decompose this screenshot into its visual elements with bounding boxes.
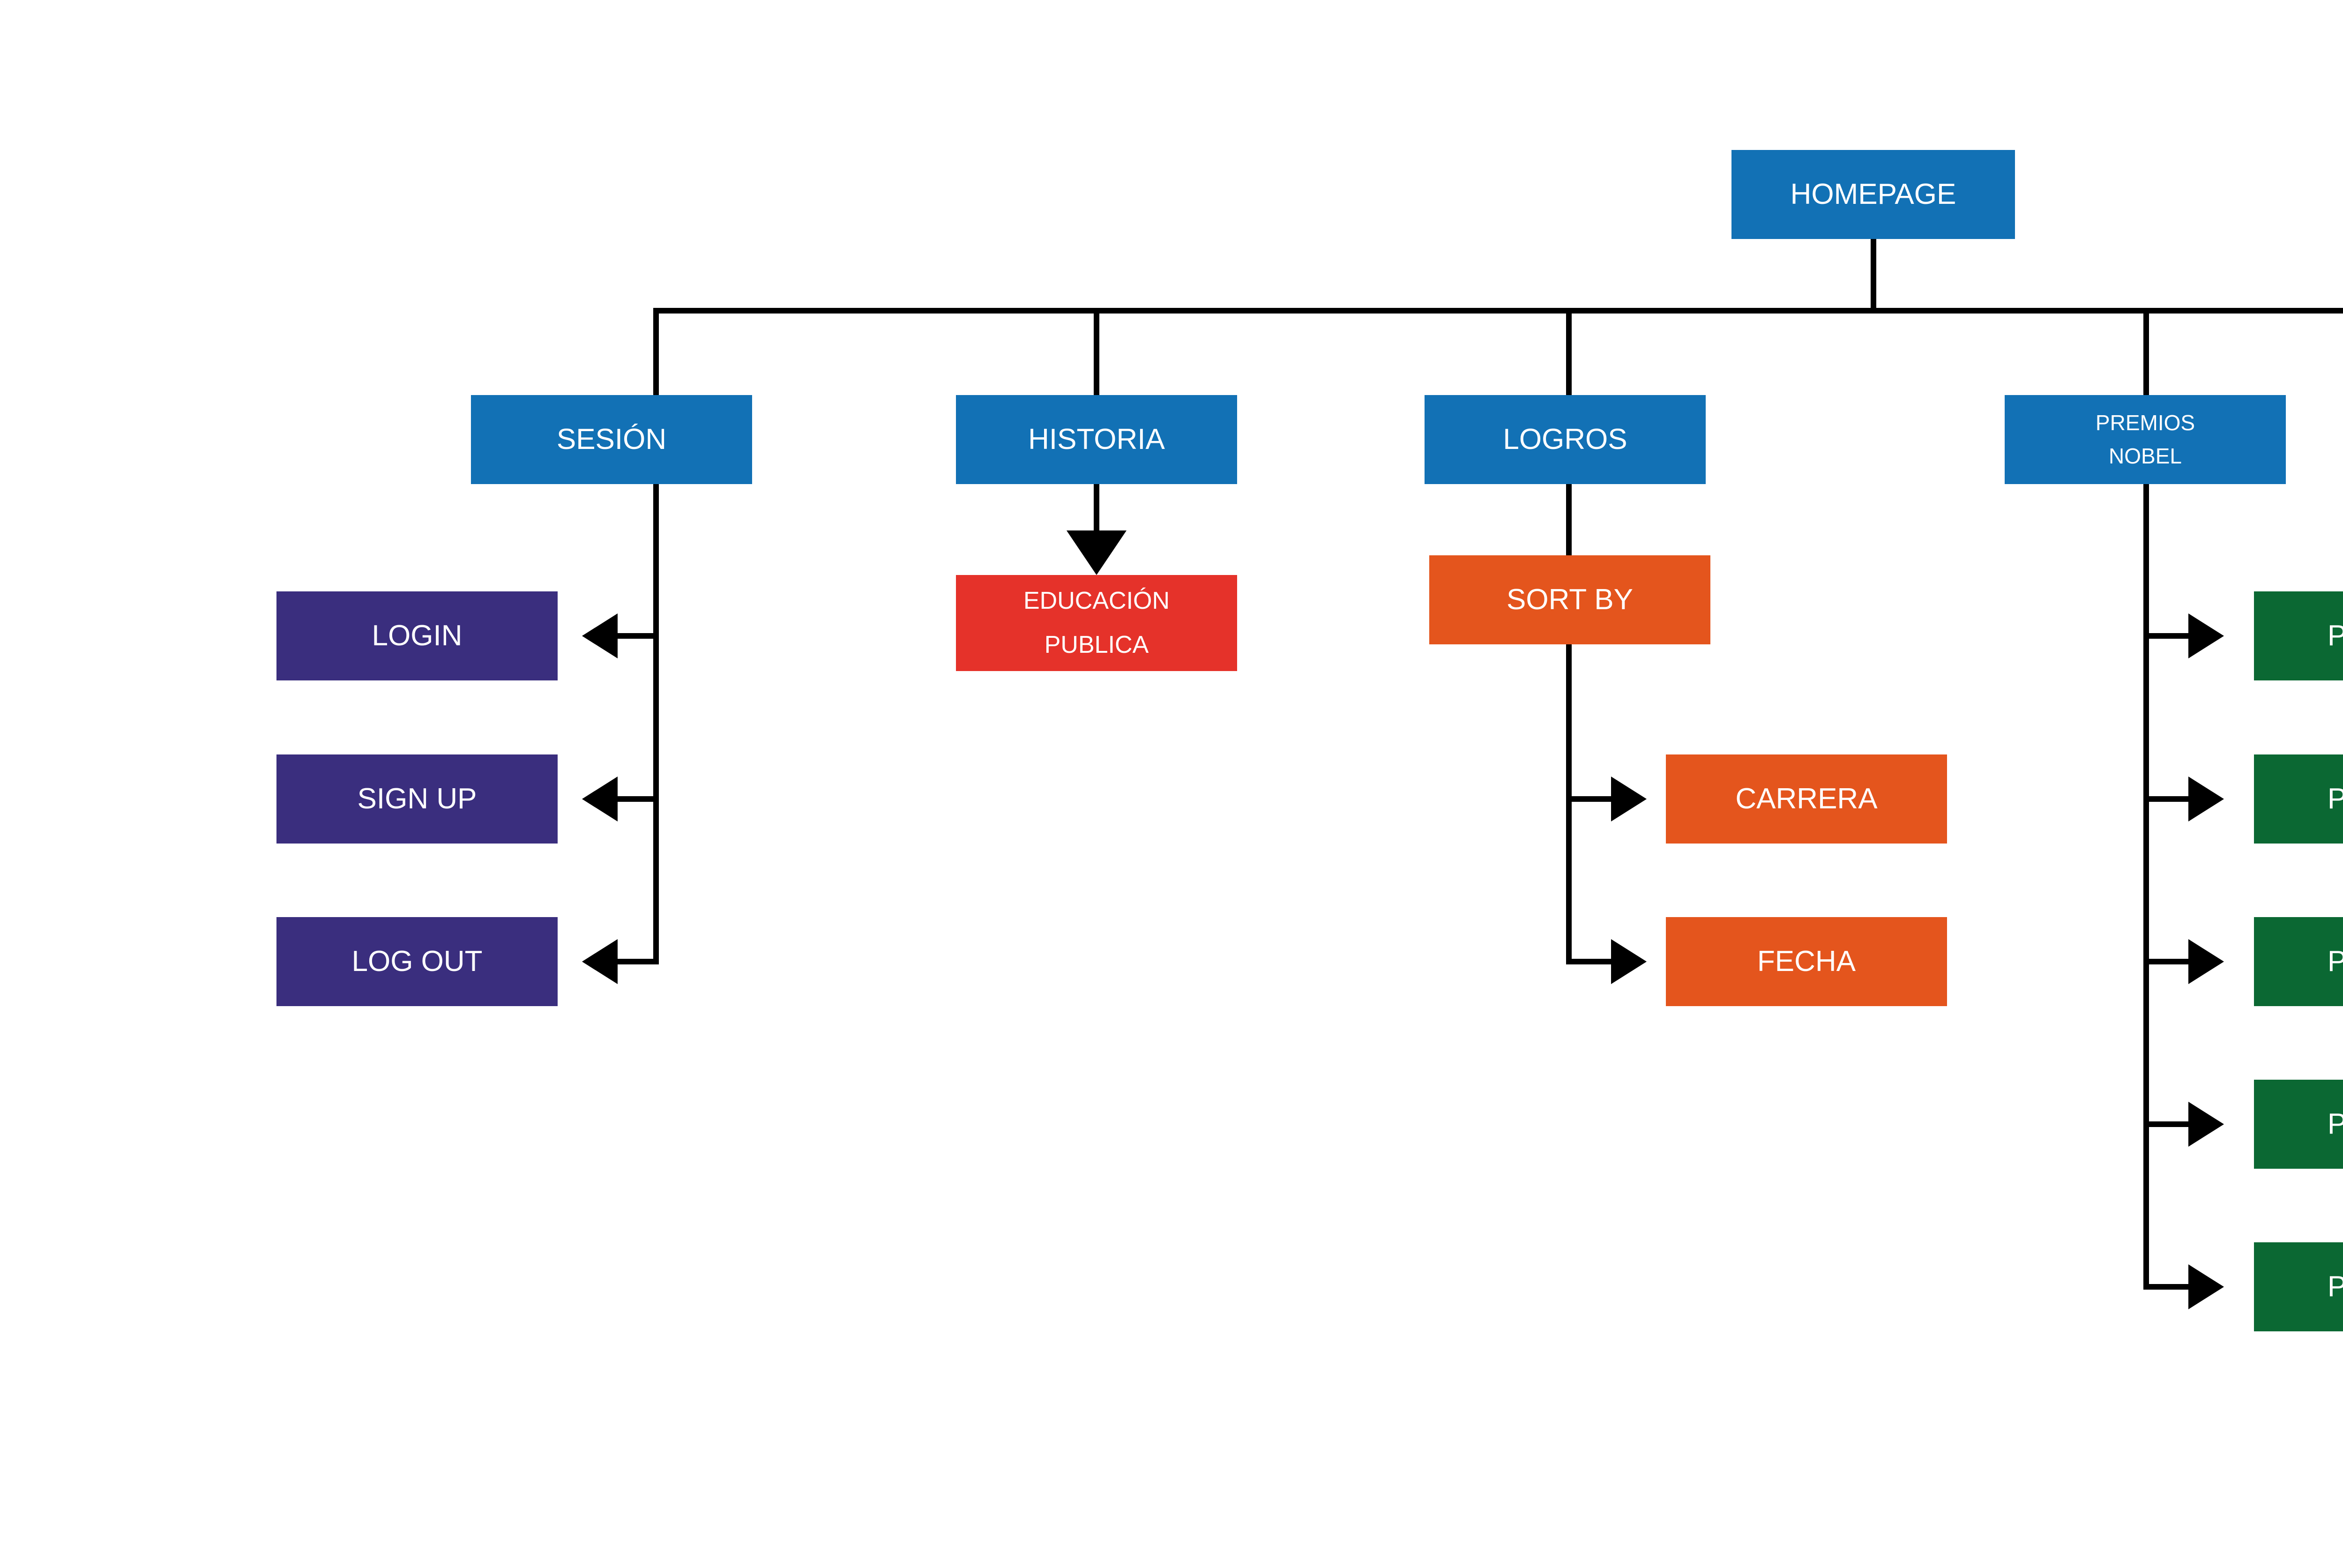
node-historia: HISTORIA [956, 395, 1237, 484]
node-premio-4: PREMIO 4 [2254, 1080, 2343, 1169]
connector-stub-premio1 [2143, 633, 2188, 639]
connector-premios-spine [2143, 484, 2149, 1290]
arrowhead-premio5 [2188, 1264, 2224, 1309]
connector-stub-premio5 [2143, 1284, 2188, 1290]
node-premio-3-label: PREMIO 3 [2327, 945, 2343, 978]
node-premio-3: PREMIO 3 [2254, 917, 2343, 1006]
node-premio-5-label: PREMIO 5 [2327, 1270, 2343, 1303]
connector-logros-to-sortby [1566, 484, 1572, 555]
connector-bus-to-premios [2143, 308, 2149, 395]
arrowhead-logout [582, 939, 618, 984]
arrowhead-premio4 [2188, 1102, 2224, 1147]
node-educacion-publica: EDUCACIÓN PUBLICA [956, 575, 1237, 671]
connector-bus-to-logros [1566, 308, 1572, 395]
arrowhead-signup [582, 777, 618, 821]
connector-stub-login [617, 633, 659, 639]
connector-bus-to-historia [1094, 308, 1099, 395]
arrowhead-educacion [1067, 530, 1127, 575]
arrowhead-premio1 [2188, 613, 2224, 658]
connector-stub-logout [617, 959, 659, 964]
node-sign-up-label: SIGN UP [357, 783, 477, 815]
node-fecha-label: FECHA [1757, 945, 1856, 978]
node-premio-5: PREMIO 5 [2254, 1242, 2343, 1331]
connector-bus [653, 308, 2343, 314]
connector-stub-carrera [1566, 796, 1611, 802]
connector-bus-to-sesion [653, 308, 659, 395]
node-educacion-publica-label-line2: PUBLICA [1044, 631, 1149, 658]
connector-sesion-spine [653, 484, 659, 964]
node-sign-up: SIGN UP [276, 754, 558, 844]
node-premio-1-label: PREMIO 1 [2327, 620, 2343, 652]
node-premio-2-label: PREMIO 2 [2327, 783, 2343, 815]
node-login: LOGIN [276, 591, 558, 680]
node-premios-nobel-label-line1: PREMIOS [2095, 410, 2195, 435]
node-premio-2: PREMIO 2 [2254, 754, 2343, 844]
node-fecha: FECHA [1666, 917, 1947, 1006]
node-premios-nobel: PREMIOS NOBEL [2005, 395, 2286, 484]
node-log-out: LOG OUT [276, 917, 558, 1006]
node-sesion: SESIÓN [471, 395, 752, 484]
connector-homepage-to-bus [1871, 239, 1876, 314]
node-historia-label: HISTORIA [1028, 423, 1165, 456]
node-carrera: CARRERA [1666, 754, 1947, 844]
connector-stub-fecha [1566, 959, 1611, 964]
connector-stub-premio2 [2143, 796, 2188, 802]
arrowhead-fecha [1611, 939, 1647, 984]
node-educacion-publica-label-line1: EDUCACIÓN [1023, 587, 1170, 614]
node-premio-4-label: PREMIO 4 [2327, 1108, 2343, 1141]
node-premio-1: PREMIO 1 [2254, 591, 2343, 680]
arrowhead-login [582, 613, 618, 658]
node-carrera-label: CARRERA [1735, 783, 1878, 815]
node-log-out-label: LOG OUT [351, 945, 483, 978]
connector-stub-signup [617, 796, 659, 802]
connector-stub-premio4 [2143, 1121, 2188, 1127]
node-logros: LOGROS [1425, 395, 1706, 484]
node-premios-nobel-label-line2: NOBEL [2109, 444, 2182, 468]
arrowhead-carrera [1611, 777, 1647, 821]
node-logros-label: LOGROS [1503, 423, 1627, 456]
node-homepage-label: HOMEPAGE [1790, 178, 1956, 211]
node-sesion-label: SESIÓN [556, 423, 667, 456]
node-sort-by-label: SORT BY [1507, 583, 1633, 616]
node-sort-by: SORT BY [1429, 555, 1710, 644]
arrowhead-premio3 [2188, 939, 2224, 984]
connector-sortby-spine [1566, 644, 1572, 964]
arrowhead-premio2 [2188, 777, 2224, 821]
connector-historia-shaft [1094, 484, 1099, 533]
node-login-label: LOGIN [372, 620, 463, 652]
connector-stub-premio3 [2143, 959, 2188, 964]
node-homepage: HOMEPAGE [1731, 150, 2015, 239]
